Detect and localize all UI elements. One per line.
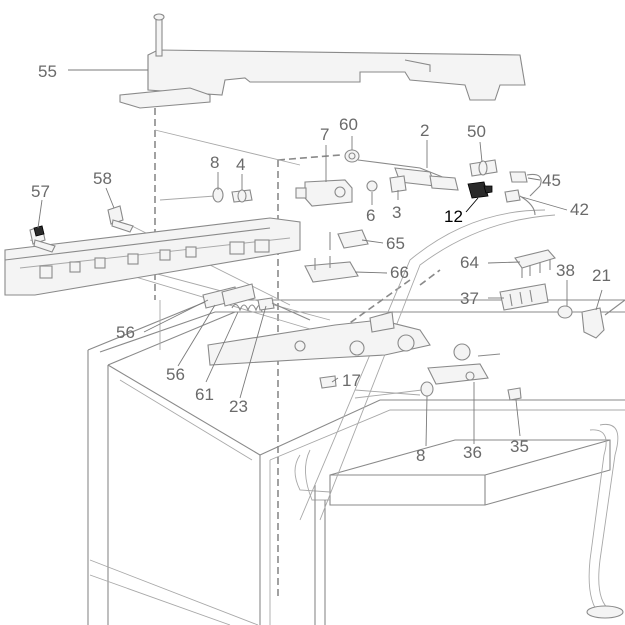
- screw-part-58: [107, 205, 134, 233]
- pin-part-8-upper: [159, 187, 224, 203]
- screw-part-35: [507, 387, 522, 401]
- callout-42: 42: [570, 200, 589, 219]
- spring-part-61: [231, 303, 263, 313]
- callout-2: 2: [420, 121, 429, 140]
- mounting-plate: [207, 311, 501, 385]
- callout-12-highlighted: 12: [444, 207, 463, 226]
- callout-36: 36: [463, 443, 482, 462]
- callout-66: 66: [390, 263, 409, 282]
- leader-lines: [37, 69, 603, 447]
- callout-38: 38: [556, 261, 575, 280]
- valve-part-7: [295, 179, 353, 207]
- callout-3: 3: [392, 203, 401, 222]
- callout-60: 60: [339, 115, 358, 134]
- hose-part-45: [509, 171, 542, 197]
- clip-part-65: [329, 229, 369, 250]
- screw-part-57: [29, 225, 56, 253]
- nut-part-60: [344, 149, 360, 163]
- bushing-part-38: [557, 305, 573, 319]
- heater-element: [294, 423, 624, 625]
- shaft-part-23: [257, 297, 311, 321]
- screw-part-17: [319, 375, 337, 389]
- control-panel-bar: [4, 217, 301, 296]
- sleeve-part-56-b: [221, 283, 256, 307]
- callout-21: 21: [592, 266, 611, 285]
- terminal-block-part-37: [499, 283, 549, 311]
- callout-58: 58: [93, 169, 112, 188]
- callout-23: 23: [229, 397, 248, 416]
- callout-6: 6: [366, 206, 375, 225]
- callout-35: 35: [510, 437, 529, 456]
- callout-61: 61: [195, 385, 214, 404]
- callout-7: 7: [320, 125, 329, 144]
- connector-part-12: [467, 181, 493, 199]
- callout-17: 17: [342, 371, 361, 390]
- callout-8: 8: [416, 446, 425, 465]
- callout-8: 8: [210, 153, 219, 172]
- callout-56: 56: [166, 365, 185, 384]
- callout-56: 56: [116, 323, 135, 342]
- callout-55: 55: [38, 62, 57, 81]
- fitting-part-4: [231, 189, 253, 203]
- callout-57: 57: [31, 182, 50, 201]
- callout-64: 64: [460, 253, 479, 272]
- callout-4: 4: [236, 155, 245, 174]
- cover-part-64: [514, 249, 556, 278]
- tee-part-50: [469, 159, 498, 177]
- callout-37: 37: [460, 289, 479, 308]
- pin-part-8-lower: [354, 381, 434, 399]
- cabinet-housing: [87, 299, 625, 625]
- callout-50: 50: [467, 122, 486, 141]
- bracket-part-66: [304, 256, 359, 283]
- bracket-part-21: [581, 299, 625, 339]
- top-cover-part-55: [119, 13, 526, 109]
- fitting-part-6: [366, 180, 378, 192]
- callout-45: 45: [542, 171, 561, 190]
- fitting-part-3: [389, 175, 407, 193]
- callout-65: 65: [386, 234, 405, 253]
